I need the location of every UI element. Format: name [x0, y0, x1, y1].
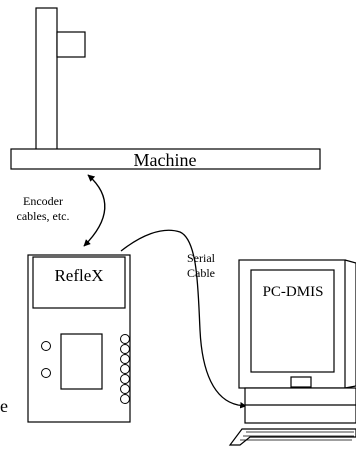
cropped-text-fragment: e	[0, 396, 8, 416]
serial-label-line1: Serial	[187, 251, 216, 265]
pc-computer: PC-DMIS	[230, 260, 356, 445]
pc-dmis-label: PC-DMIS	[263, 284, 324, 300]
reflex-left-button	[42, 342, 51, 351]
machine-label: Machine	[134, 150, 197, 170]
monitor-stand	[291, 377, 311, 387]
machine-base: Machine	[11, 149, 320, 170]
keyboard	[230, 429, 356, 445]
serial-label-line2: Cable	[187, 266, 215, 280]
reflex-controller: RefleX	[28, 255, 130, 422]
reflex-keypad-button	[121, 365, 130, 374]
encoder-label-line1: Encoder	[23, 194, 63, 208]
serial-cable	[121, 230, 246, 406]
monitor-depth	[345, 260, 356, 388]
reflex-label: RefleX	[54, 266, 103, 285]
reflex-screen	[61, 334, 102, 389]
reflex-left-button	[42, 369, 51, 378]
reflex-keypad-button	[121, 345, 130, 354]
reflex-keypad-button	[121, 335, 130, 344]
machine-column	[36, 8, 85, 150]
reflex-keypad-button	[121, 395, 130, 404]
encoder-cable	[84, 175, 105, 246]
reflex-keypad-button	[121, 355, 130, 364]
reflex-keypad-button	[121, 385, 130, 394]
encoder-label-line2: cables, etc.	[17, 209, 70, 223]
reflex-keypad-button	[121, 375, 130, 384]
